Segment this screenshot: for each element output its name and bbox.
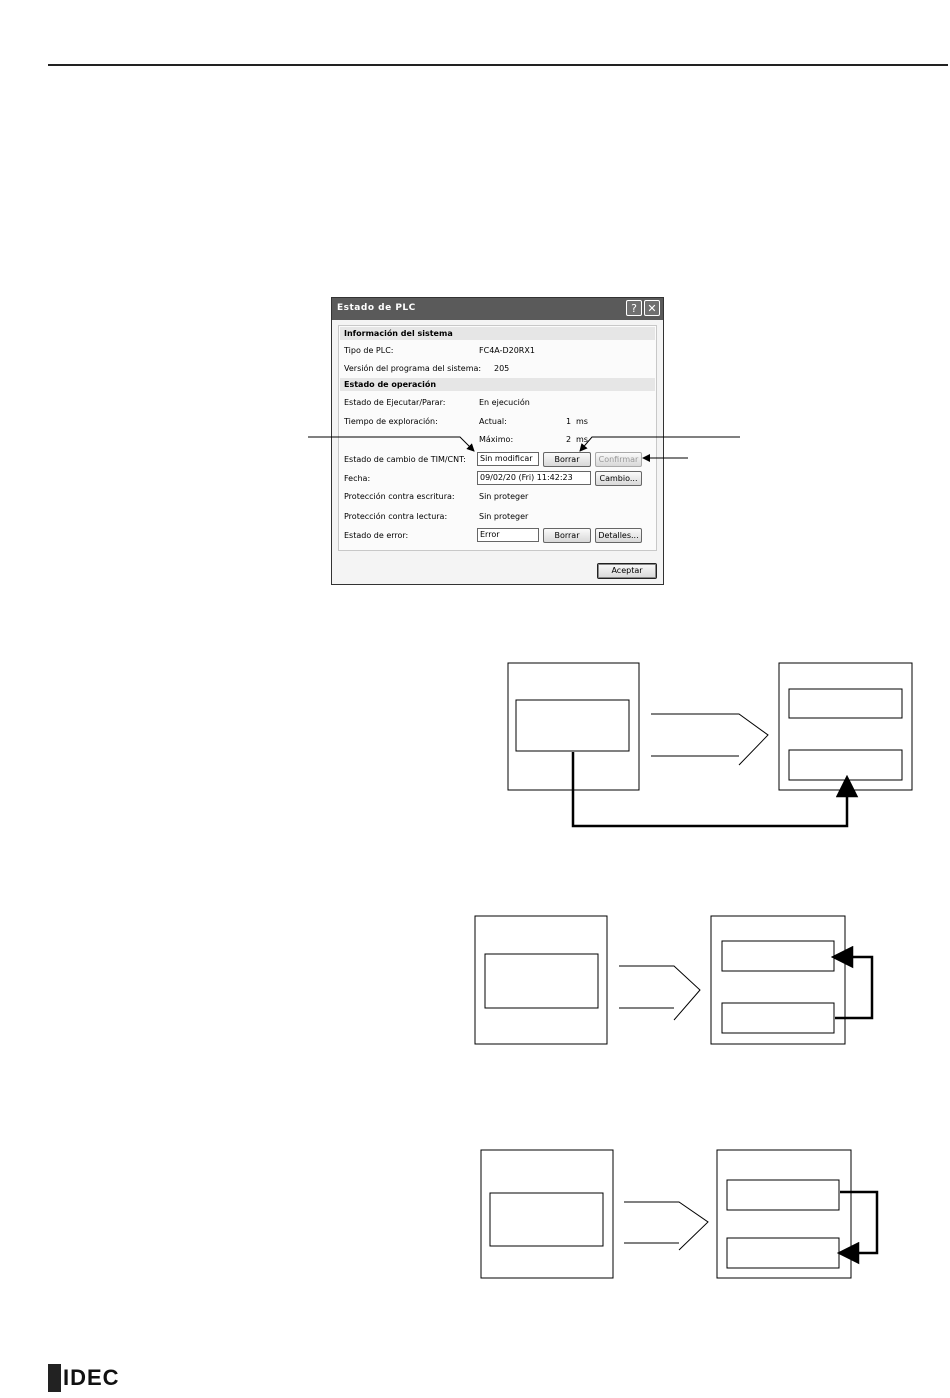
- date-field: 09/02/20 (Fri) 11:42:23: [477, 471, 591, 485]
- callout-arrow-clear: [579, 436, 740, 452]
- diagram1-right-top: [788, 688, 903, 719]
- run-stop-value: En ejecución: [479, 398, 530, 407]
- timcnt-status-field: Sin modificar: [477, 452, 539, 466]
- diagram2-left-box: [474, 915, 608, 1045]
- diagram3-transfer-arrow: [624, 1201, 709, 1251]
- version-label: Versión del programa del sistema:: [344, 364, 482, 373]
- status-panel: Información del sistema Tipo de PLC: FC4…: [338, 325, 657, 551]
- operation-heading: Estado de operación: [340, 378, 655, 391]
- read-protect-label: Protección contra lectura:: [344, 512, 448, 521]
- write-protect-value: Sin proteger: [479, 492, 529, 501]
- max-unit: ms: [576, 435, 588, 444]
- max-value: 2: [566, 435, 572, 444]
- plc-status-dialog: Estado de PLC ? ✕ Información del sistem…: [331, 297, 664, 585]
- date-label: Fecha:: [344, 474, 371, 483]
- current-unit: ms: [576, 417, 588, 426]
- error-field: Error: [477, 528, 539, 542]
- diagram2-right-bottom: [721, 1002, 835, 1034]
- close-icon[interactable]: ✕: [644, 300, 660, 316]
- error-details-button[interactable]: Detalles...: [595, 528, 642, 543]
- current-label: Actual:: [479, 417, 507, 426]
- header-rule: [48, 64, 948, 66]
- scan-time-label: Tiempo de exploración:: [344, 417, 438, 426]
- plc-type-label: Tipo de PLC:: [344, 346, 394, 355]
- diagram1-left-inner: [515, 699, 630, 752]
- callout-arrow-status: [308, 436, 475, 452]
- logo-text: IDEC: [63, 1365, 120, 1390]
- diagram2-right-box: [710, 915, 846, 1045]
- ok-button[interactable]: Aceptar: [597, 563, 657, 579]
- timcnt-label: Estado de cambio de TIM/CNT:: [344, 455, 466, 464]
- date-change-button[interactable]: Cambio...: [595, 471, 642, 486]
- idec-logo: IDEC: [48, 1364, 120, 1392]
- current-value: 1: [566, 417, 572, 426]
- max-label: Máximo:: [479, 435, 514, 444]
- timcnt-clear-button[interactable]: Borrar: [543, 452, 591, 467]
- diagram2-transfer-arrow: [619, 965, 701, 1021]
- help-icon[interactable]: ?: [626, 300, 642, 316]
- plc-type-value: FC4A-D20RX1: [479, 346, 535, 355]
- diagram3-right-top: [726, 1179, 840, 1211]
- diagram3-right-bottom: [726, 1237, 840, 1269]
- system-info-heading: Información del sistema: [340, 327, 655, 340]
- version-value: 205: [494, 364, 510, 373]
- logo-mark: [48, 1364, 61, 1392]
- error-label: Estado de error:: [344, 531, 409, 540]
- timcnt-confirm-button[interactable]: Confirmar: [595, 452, 642, 467]
- diagram3-right-box: [716, 1149, 852, 1279]
- diagram3-loop-line: [836, 1190, 879, 1265]
- error-clear-button[interactable]: Borrar: [543, 528, 591, 543]
- diagram2-loop-line: [830, 945, 874, 1020]
- dialog-title: Estado de PLC: [337, 303, 416, 313]
- write-protect-label: Protección contra escritura:: [344, 492, 455, 501]
- diagram2-left-inner: [484, 953, 599, 1009]
- diagram1-return-line: [571, 752, 859, 828]
- diagram3-left-box: [480, 1149, 614, 1279]
- diagram1-transfer-arrow: [651, 713, 769, 766]
- run-stop-label: Estado de Ejecutar/Parar:: [344, 398, 446, 407]
- diagram3-left-inner: [489, 1192, 604, 1247]
- read-protect-value: Sin proteger: [479, 512, 529, 521]
- dialog-titlebar: Estado de PLC ? ✕: [332, 298, 663, 320]
